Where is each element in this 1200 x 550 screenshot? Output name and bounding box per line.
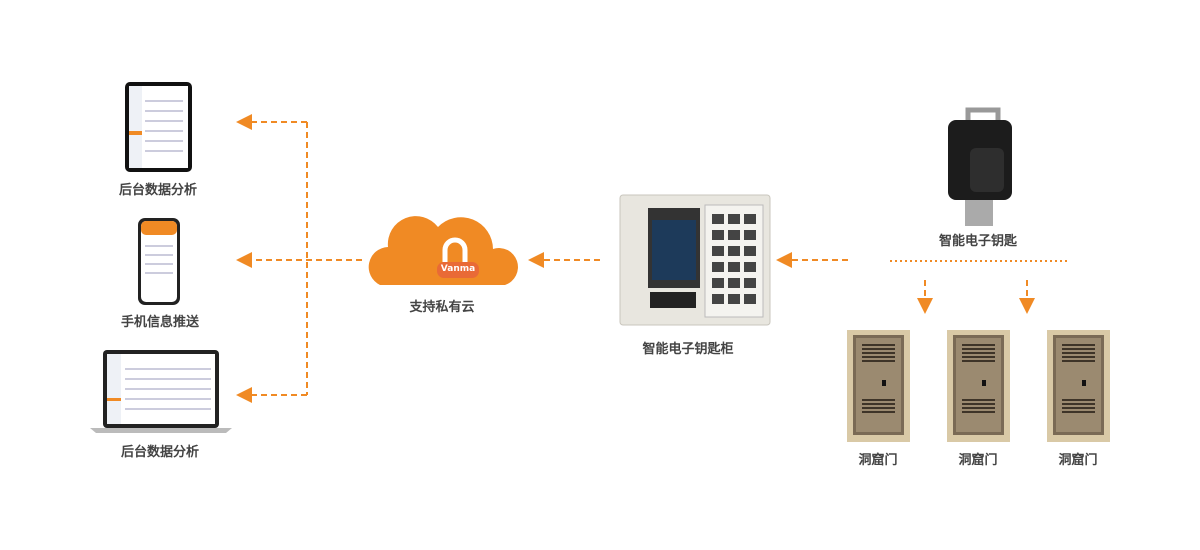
cloud-logo-text: Vanma xyxy=(440,264,476,274)
cloud-label: 支持私有云 xyxy=(409,300,475,315)
door-icon xyxy=(1047,330,1110,442)
cloud-icon xyxy=(368,216,518,285)
doors xyxy=(847,330,1110,442)
laptop-label: 后台数据分析 xyxy=(120,445,199,460)
door-label: 洞窟门 xyxy=(858,453,898,468)
door-icon xyxy=(847,330,910,442)
electronic-key-icon xyxy=(948,107,1012,226)
key-label: 智能电子钥匙 xyxy=(938,234,1017,249)
key-cabinet-icon xyxy=(619,194,771,326)
tablet-label: 后台数据分析 xyxy=(118,183,197,198)
phone-icon xyxy=(138,218,180,305)
tablet-icon xyxy=(125,82,192,172)
door-icon xyxy=(947,330,1010,442)
door-label: 洞窟门 xyxy=(958,453,998,468)
laptop-icon xyxy=(90,350,232,433)
door-label: 洞窟门 xyxy=(1058,453,1098,468)
cabinet-label: 智能电子钥匙柜 xyxy=(642,342,734,357)
phone-label: 手机信息推送 xyxy=(120,315,199,330)
